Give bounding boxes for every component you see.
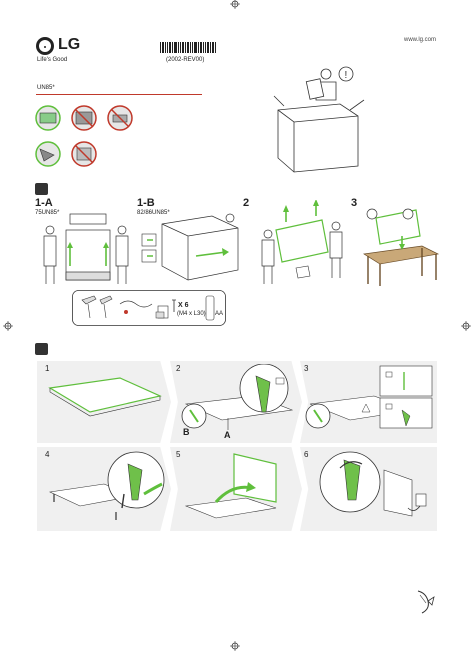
step-bottom-3-number: 3	[304, 364, 309, 373]
no-press-screen-icon	[71, 141, 97, 167]
svg-text:!: !	[345, 70, 348, 81]
step-bottom-5-illustration	[184, 453, 277, 519]
step-bottom-6-number: 6	[304, 450, 309, 459]
step-1b-illustration	[141, 213, 239, 281]
cable-icon	[119, 300, 153, 314]
screws-size: (M4 x L30)	[177, 311, 206, 317]
remote-control-icon	[205, 295, 215, 321]
no-lay-flat-icon	[71, 105, 97, 131]
warning-sign-icon: !	[338, 66, 354, 82]
model-divider	[36, 94, 202, 95]
step-1a-illustration	[43, 213, 129, 284]
step-bottom-4-number: 4	[45, 450, 50, 459]
page-turn-icon	[417, 590, 435, 614]
registration-mark-icon	[230, 0, 240, 9]
model-label: UN85*	[37, 85, 55, 91]
registration-mark-icon	[3, 321, 13, 331]
document-code: (2002-REV00)	[166, 57, 205, 63]
remote-manual-icon	[155, 305, 169, 319]
lg-logo-icon	[36, 37, 54, 55]
barcode	[160, 42, 216, 53]
stand-icon	[81, 295, 113, 319]
callout-a: A	[224, 430, 231, 440]
step-1b-models: 82/86UN85*	[137, 210, 170, 216]
step-1a-number: 1-A	[35, 197, 53, 209]
step-1a-models: 75UN85*	[35, 210, 60, 216]
protect-screen-icon	[35, 141, 61, 167]
step-bottom-4-illustration	[48, 451, 165, 520]
website-url: www.lg.com	[404, 37, 437, 43]
step-bottom-2-illustration	[181, 364, 294, 430]
battery-label: AA	[215, 311, 224, 317]
step-bottom-5-number: 5	[176, 450, 181, 459]
tv-lift-ok-icon	[35, 105, 61, 131]
accessories-box	[72, 290, 226, 326]
step-1b-number: 1-B	[137, 197, 155, 209]
callout-b: B	[183, 427, 190, 437]
registration-mark-icon	[230, 641, 240, 651]
step-bottom-1-illustration	[48, 377, 162, 417]
unlock-icon	[385, 403, 393, 410]
lock-icon	[385, 371, 393, 378]
screw-icon	[172, 299, 176, 312]
step-bottom-2-number: 2	[176, 364, 181, 373]
step-bottom-6-illustration	[319, 451, 427, 517]
step-bottom-1-number: 1	[45, 364, 50, 373]
caution-icons	[35, 105, 133, 167]
brand-tagline: Life's Good	[37, 57, 68, 63]
brand-name: LG	[58, 36, 81, 53]
stand-section-icon	[35, 343, 48, 355]
step-2-number: 2	[243, 197, 250, 209]
no-lean-icon	[107, 105, 133, 131]
step-3-illustration	[362, 208, 440, 286]
step-3-number: 3	[351, 197, 358, 209]
screws-count: X 6	[178, 302, 189, 309]
step-2-illustration	[261, 200, 343, 284]
unboxing-illustration: !	[273, 66, 365, 173]
registration-mark-icon	[461, 321, 471, 331]
box-section-icon	[35, 183, 48, 195]
step-bottom-3-illustration	[305, 365, 433, 429]
